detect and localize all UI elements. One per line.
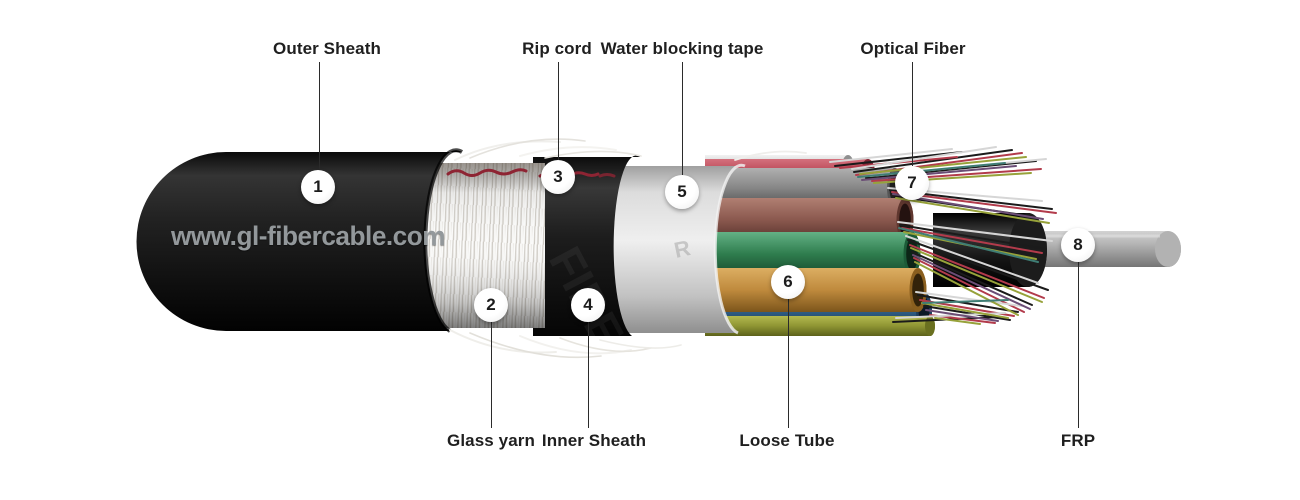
label-frp: FRP — [1060, 431, 1096, 450]
badge-number: 2 — [486, 295, 496, 314]
badge-number: 3 — [553, 167, 563, 186]
label-glass-yarn: Glass yarn — [447, 431, 535, 450]
badge-optical-fiber: 7 — [895, 166, 929, 200]
badge-number: 6 — [783, 272, 793, 291]
badge-outer-sheath: 1 — [301, 170, 335, 204]
label-loose-tube: Loose Tube — [739, 431, 835, 450]
badge-rip-cord: 3 — [541, 160, 575, 194]
leader-line-inner-sheath — [587, 322, 589, 428]
watermark-text: www.gl-fibercable.com — [171, 221, 446, 251]
badge-loose-tube: 6 — [771, 265, 805, 299]
label-inner-sheath: Inner Sheath — [541, 431, 647, 450]
yarn-fuzz-shape — [449, 138, 807, 359]
inner-sheath-shape — [533, 155, 640, 336]
leader-line-water-blocking-tape — [681, 62, 683, 175]
leader-line-optical-fiber — [911, 62, 913, 166]
badge-number: 7 — [907, 173, 917, 192]
badge-water-blocking-tape: 5 — [665, 175, 699, 209]
leader-line-glass-yarn — [490, 322, 492, 428]
label-outer-sheath: Outer Sheath — [273, 39, 381, 58]
leader-line-loose-tube — [787, 299, 789, 428]
badge-glass-yarn: 2 — [474, 288, 508, 322]
badge-inner-sheath: 4 — [571, 288, 605, 322]
badge-frp: 8 — [1061, 228, 1095, 262]
water-blocking-tape-shape: R — [612, 163, 746, 335]
leader-line-rip-cord — [557, 62, 559, 160]
label-optical-fiber: Optical Fiber — [860, 39, 966, 58]
svg-text:R: R — [672, 235, 693, 263]
leader-line-outer-sheath — [318, 62, 320, 170]
badge-number: 5 — [677, 182, 687, 201]
badge-number: 8 — [1073, 235, 1083, 254]
badge-number: 4 — [583, 295, 593, 314]
label-water-blocking-tape: Water blocking tape — [600, 39, 764, 58]
badge-number: 1 — [313, 177, 323, 196]
optical-fibers-shape — [829, 146, 1057, 325]
label-rip-cord: Rip cord — [522, 39, 592, 58]
leader-line-frp — [1077, 262, 1079, 428]
